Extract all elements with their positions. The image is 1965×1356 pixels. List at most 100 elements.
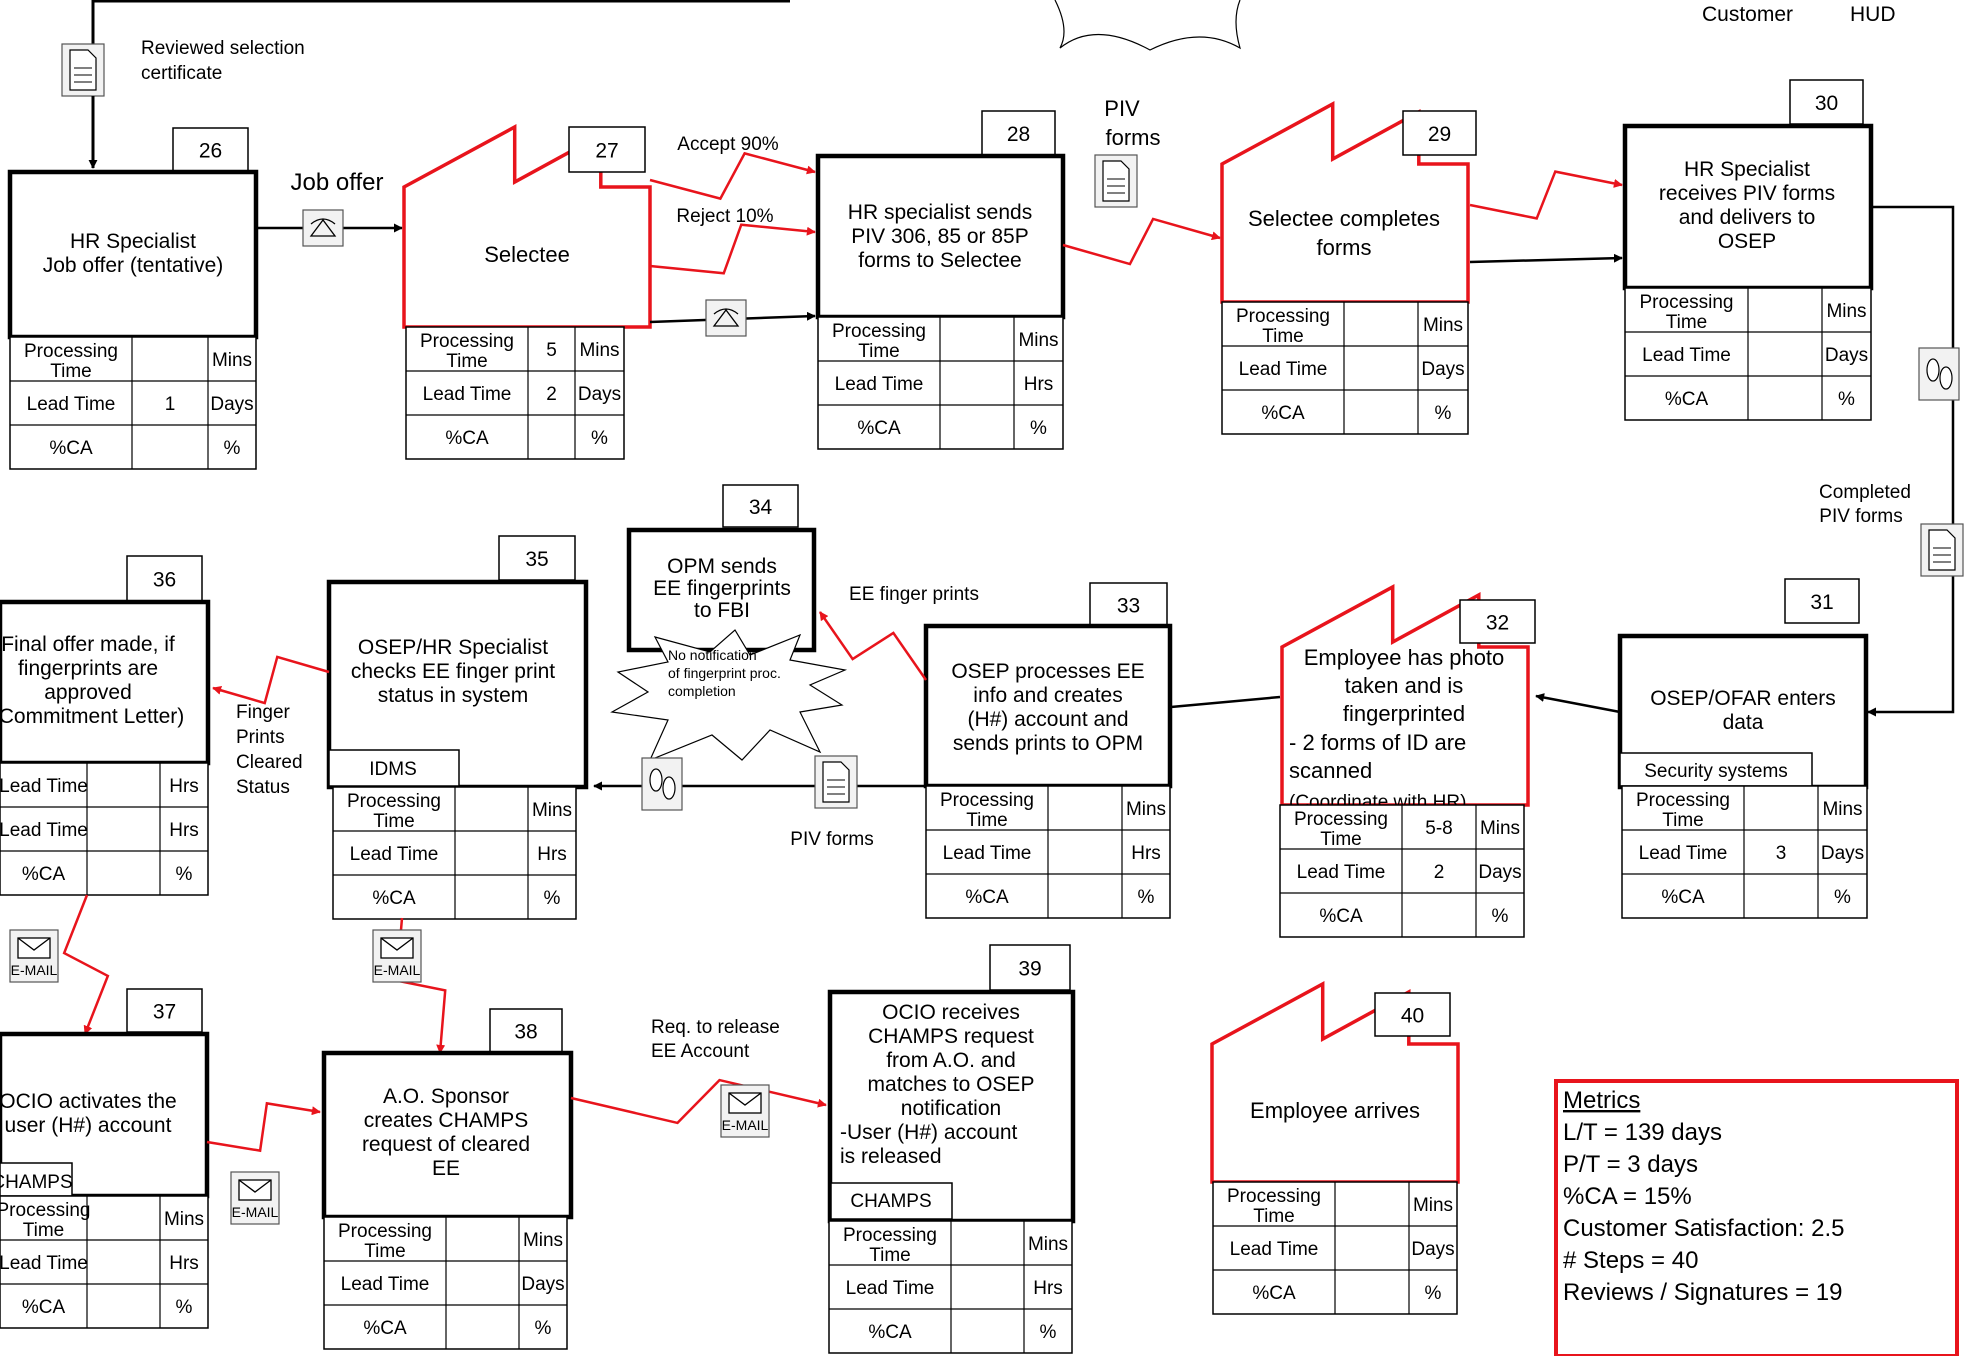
process-title: OCIO activates the xyxy=(0,1090,177,1113)
cell-value: 5 xyxy=(546,340,557,361)
step-number-box xyxy=(981,110,1056,156)
system-label: Security systems xyxy=(1644,761,1788,782)
cell-label: Lead Time xyxy=(943,843,1032,864)
cell-unit: Mins xyxy=(1822,799,1862,820)
label-ee-fingerprints: EE finger prints xyxy=(849,584,979,605)
cell-label: Processing xyxy=(24,341,118,362)
step-number: 31 xyxy=(1810,591,1833,614)
data-table xyxy=(0,1195,209,1329)
cell-label: Processing xyxy=(1636,790,1730,811)
email-icon xyxy=(380,937,414,959)
step-number: 34 xyxy=(749,496,773,519)
system-label: CHAMPS xyxy=(850,1191,931,1212)
metrics-line: P/T = 3 days xyxy=(1563,1151,1698,1178)
system-box xyxy=(1619,752,1813,787)
document-icon xyxy=(1928,529,1956,571)
step-number-box xyxy=(1459,599,1536,644)
cell-label: Time xyxy=(1662,810,1704,831)
email-icon xyxy=(728,1092,762,1106)
process-title: data xyxy=(1723,711,1764,734)
step-number-box xyxy=(568,126,646,173)
process-title: OSEP xyxy=(1718,230,1776,253)
process-title: Final offer made, if xyxy=(1,633,175,656)
cell-label: Processing xyxy=(1236,306,1330,327)
process-title: CHAMPS request xyxy=(868,1025,1034,1048)
cell-label: %CA xyxy=(363,1318,407,1339)
cell-unit: % xyxy=(591,428,608,449)
process-title: info and creates xyxy=(973,684,1122,707)
process-box xyxy=(7,169,259,340)
cell-label: Processing xyxy=(940,790,1034,811)
cell-label: Lead Time xyxy=(27,394,116,415)
cell-label: Lead Time xyxy=(341,1274,430,1295)
process-title: Selectee xyxy=(484,242,570,267)
cell-unit: % xyxy=(1040,1322,1057,1343)
cell-label: Time xyxy=(1666,312,1708,333)
label-completed-piv: Completed xyxy=(1819,482,1911,503)
cell-value: 2 xyxy=(546,384,557,405)
email-icon xyxy=(238,1179,272,1201)
document-icon xyxy=(69,49,97,91)
cell-unit: Mins xyxy=(1413,1195,1453,1216)
header-hud: HUD xyxy=(1850,3,1896,26)
metrics-line: Customer Satisfaction: 2.5 xyxy=(1563,1215,1844,1242)
label-req-release: Req. to release xyxy=(651,1017,780,1038)
label-fingerprints-cleared: Cleared xyxy=(236,752,303,773)
cell-label: Lead Time xyxy=(846,1278,935,1299)
cell-label: Processing xyxy=(843,1225,937,1246)
email-icon xyxy=(380,937,414,951)
process-title: A.O. Sponsor xyxy=(383,1085,509,1108)
process-title: to FBI xyxy=(694,599,750,622)
cell-label: %CA xyxy=(445,428,489,449)
cell-label: Lead Time xyxy=(1297,862,1386,883)
process-box xyxy=(0,599,211,766)
process-title: notification xyxy=(901,1097,1001,1120)
cell-unit: % xyxy=(176,864,193,885)
step-number: 26 xyxy=(199,140,222,163)
process-title: OCIO receives xyxy=(882,1001,1020,1024)
label-fingerprints-cleared: Prints xyxy=(236,727,285,748)
process-title: status in system xyxy=(378,684,529,707)
metrics-line: %CA = 15% xyxy=(1563,1183,1692,1210)
process-title: is released xyxy=(840,1145,942,1168)
data-table xyxy=(1221,301,1469,435)
email-label: E-MAIL xyxy=(11,962,58,978)
cell-unit: Mins xyxy=(1018,330,1058,351)
cell-unit: Mins xyxy=(579,340,619,361)
cell-label: Processing xyxy=(1294,809,1388,830)
system-box xyxy=(0,1162,73,1197)
cell-unit: % xyxy=(1834,887,1851,908)
email-arrow xyxy=(62,894,110,1035)
process-title: approved xyxy=(44,681,132,704)
flow-arrow-right xyxy=(1867,205,1955,717)
step-number: 36 xyxy=(153,569,176,592)
cell-value: 5-8 xyxy=(1425,818,1452,839)
step-number-box xyxy=(1402,110,1477,156)
cell-unit: Hrs xyxy=(1024,374,1054,395)
flow-arrow xyxy=(1159,695,1281,712)
cell-label: Time xyxy=(858,341,900,362)
cell-label: Lead Time xyxy=(350,844,439,865)
email-label: E-MAIL xyxy=(374,962,421,978)
req-release-arrow xyxy=(570,1078,827,1125)
email-icon xyxy=(238,1179,272,1193)
cell-label: %CA xyxy=(1661,887,1705,908)
system-label: IDMS xyxy=(369,759,417,780)
system-box xyxy=(328,749,460,787)
process-title: (H#) account and xyxy=(967,708,1128,731)
step-number-box xyxy=(989,944,1071,991)
step-number: 30 xyxy=(1815,92,1838,115)
cell-label: Time xyxy=(373,811,415,832)
cell-label: Lead Time xyxy=(1230,1239,1319,1260)
step-number: 37 xyxy=(153,1001,176,1024)
phone-icon xyxy=(309,218,337,237)
metrics-title: Metrics xyxy=(1563,1087,1640,1114)
cell-unit: % xyxy=(1425,1283,1442,1304)
step-number-box xyxy=(172,127,249,172)
cell-label: Lead Time xyxy=(423,384,512,405)
cell-label: %CA xyxy=(22,864,66,885)
label-accept: Accept 90% xyxy=(677,134,778,155)
cell-value: 1 xyxy=(165,394,176,415)
label-piv-forms-mid: PIV forms xyxy=(790,829,873,850)
